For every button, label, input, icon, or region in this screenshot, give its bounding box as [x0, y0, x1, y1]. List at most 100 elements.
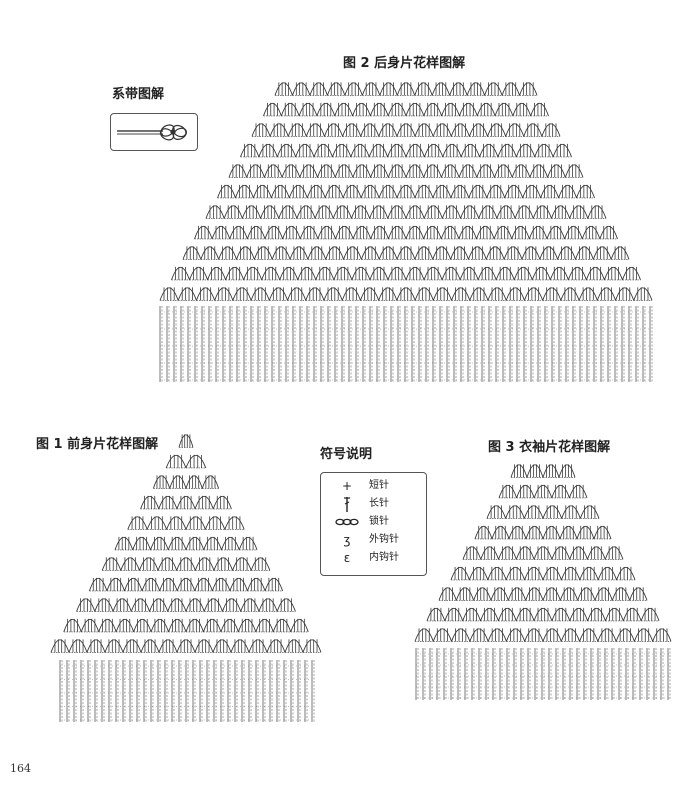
- stitch-motif: [525, 525, 544, 540]
- stitch-motif: [200, 246, 220, 260]
- stitch-motif: [352, 102, 371, 117]
- stitch-motif: [168, 618, 187, 633]
- stitch-motif: [523, 123, 543, 137]
- stitch-motif: [551, 205, 571, 219]
- stitch-motif: [558, 184, 577, 199]
- stitch-motif: [423, 225, 442, 240]
- stitch-motif: [214, 287, 234, 301]
- stitch-motif: [594, 587, 613, 601]
- stitch-motif: [508, 525, 527, 540]
- stitch-motif: [405, 102, 425, 117]
- legend-title: 符号说明: [320, 447, 373, 462]
- stitch-motif: [558, 464, 576, 478]
- stitch-motif: [450, 566, 470, 581]
- stitch-motif: [599, 225, 618, 240]
- stitch-motif: [185, 475, 203, 489]
- stitch-motif: [455, 587, 475, 601]
- stitch-motif: [253, 246, 273, 260]
- back-chart-title: 图 2 后身片花样图解: [343, 56, 466, 71]
- stitch-motif: [241, 205, 261, 219]
- stitch-motif: [269, 123, 289, 137]
- stitch-motif: [515, 546, 535, 560]
- stitch-motif: [440, 164, 460, 178]
- stitch-motif: [524, 287, 544, 301]
- stitch-motif: [343, 246, 362, 260]
- stitch-motif: [268, 287, 288, 301]
- stitch-motif: [224, 516, 245, 530]
- stitch-motif: [112, 598, 132, 612]
- stitch-motif: [252, 184, 272, 199]
- stitch-motif: [332, 143, 352, 158]
- stitch-motif: [559, 525, 578, 540]
- stitch-motif: [80, 618, 100, 633]
- stitch-motif: [423, 102, 443, 117]
- stitch-motif: [258, 143, 278, 158]
- stitch-motif: [314, 205, 334, 219]
- stitch-motif: [350, 143, 370, 158]
- stitch-motif: [176, 639, 196, 653]
- stitch-motif: [220, 618, 239, 633]
- stitch-motif: [299, 164, 318, 178]
- stitch-motif: [432, 628, 452, 642]
- stitch-motif: [529, 164, 549, 178]
- stitch-motif: [176, 577, 196, 592]
- stitch-motif: [431, 82, 451, 96]
- stitch-motif: [579, 505, 600, 519]
- stitch-motif: [212, 495, 232, 510]
- stitch-motif: [622, 266, 641, 281]
- stitch-motif: [450, 123, 470, 137]
- stitch-motif: [236, 246, 255, 260]
- stitch-motif: [211, 225, 231, 240]
- stitch-motif: [287, 287, 307, 301]
- stitch-motif: [334, 164, 354, 178]
- stitch-motif: [441, 102, 460, 117]
- stitch-motif: [132, 536, 151, 551]
- stitch-motif: [127, 516, 148, 530]
- stitch-motif: [203, 598, 223, 612]
- stitch-motif: [533, 546, 553, 560]
- stitch-motif: [460, 143, 480, 158]
- stitch-motif: [296, 205, 316, 219]
- sleeve-chart: [414, 464, 672, 700]
- stitch-motif: [159, 577, 178, 592]
- stitch-motif: [280, 102, 300, 117]
- stitch-motif: [557, 246, 576, 260]
- stitch-motif: [552, 143, 572, 158]
- legend-label: 长针: [369, 498, 389, 509]
- stitch-motif: [423, 205, 443, 219]
- stitch-motif: [213, 557, 233, 571]
- stitch-motif: [505, 287, 525, 301]
- stitch-motif: [506, 628, 526, 642]
- stitch-motif: [281, 164, 301, 178]
- stitch-motif: [276, 143, 297, 158]
- stitch-motif: [640, 607, 660, 622]
- stitch-motif: [101, 557, 122, 571]
- stitch-motif: [230, 639, 250, 653]
- stitch-motif: [274, 82, 293, 96]
- stitch-motif: [551, 607, 571, 622]
- stitch-motif: [485, 246, 505, 260]
- stitch-motif: [94, 598, 114, 612]
- stitch-motif: [332, 205, 352, 219]
- stitch-motif: [504, 184, 524, 199]
- stitch-motif: [396, 82, 416, 96]
- stitch-motif: [324, 123, 344, 137]
- legend-row-sc: + 短针: [321, 477, 426, 495]
- legend-row-chain: 锁针: [321, 513, 426, 531]
- sc-icon: +: [341, 479, 353, 493]
- stitch-motif: [542, 628, 562, 642]
- stitch-motif: [255, 618, 274, 633]
- stitch-motif: [378, 184, 398, 199]
- stitch-motif: [158, 495, 178, 510]
- stitch-motif: [533, 484, 553, 499]
- stitch-motif: [576, 525, 595, 540]
- stitch-motif: [487, 566, 507, 581]
- stitch-motif: [514, 205, 534, 219]
- stitch-motif: [360, 246, 380, 260]
- stitch-motif: [501, 82, 520, 96]
- stitch-motif: [587, 546, 606, 560]
- stitch-motif: [270, 184, 290, 199]
- stitch-motif: [387, 205, 407, 219]
- stitch-motif: [235, 184, 254, 199]
- stitch-motif: [484, 82, 503, 96]
